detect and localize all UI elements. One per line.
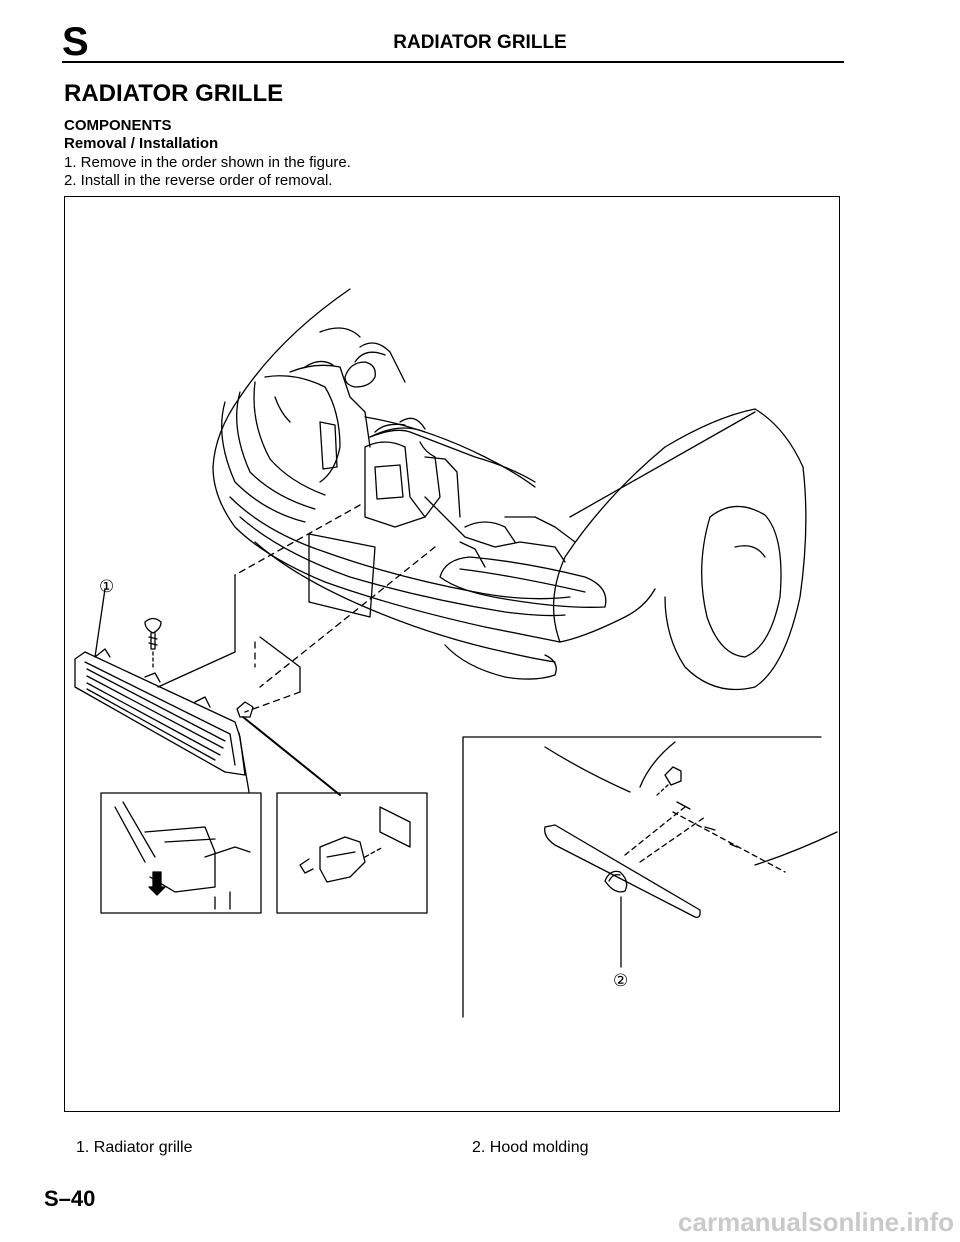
procedure-title: Removal / Installation [64, 135, 219, 152]
clip-illustration [236, 701, 341, 796]
step-2: 2. Install in the reverse order of remov… [64, 172, 333, 189]
caption-hood-molding: 2. Hood molding [472, 1139, 589, 1156]
component-diagram: ① [64, 196, 840, 1112]
leader-lines [234, 504, 436, 713]
screw-illustration [144, 617, 162, 668]
detail-box-middle [276, 792, 428, 914]
section-title: RADIATOR GRILLE [64, 80, 284, 107]
subheading-components: COMPONENTS [64, 117, 172, 134]
watermark: carmanualsonline.info [678, 1207, 954, 1237]
car-front-illustration [212, 288, 807, 691]
radiator-grille-illustration [74, 648, 246, 776]
detail-box-left [100, 732, 262, 914]
caption-radiator-grille: 1. Radiator grille [76, 1139, 193, 1156]
callout-1-leader [94, 588, 106, 658]
callout-1: ① [99, 577, 114, 597]
section-letter: S [62, 20, 89, 64]
detail-box-right [462, 736, 838, 1018]
header-title: RADIATOR GRILLE [393, 32, 567, 53]
step-1: 1. Remove in the order shown in the figu… [64, 154, 351, 171]
diagram-drawing: ① [74, 288, 838, 1018]
header-rule [62, 61, 844, 63]
page-number: S–40 [44, 1186, 96, 1211]
callout-2: ② [613, 971, 628, 991]
